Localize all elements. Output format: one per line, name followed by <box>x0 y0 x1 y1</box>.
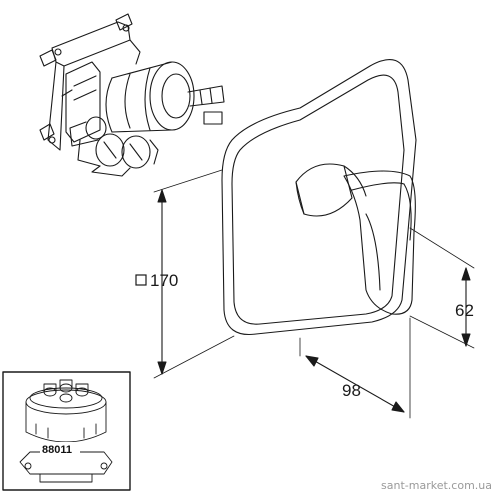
dimension-height-label: 170 <box>150 271 178 290</box>
inset-frame <box>2 371 131 491</box>
dimension-lever <box>409 227 475 349</box>
inset-label-backing <box>40 442 80 455</box>
square-symbol-icon <box>135 274 147 286</box>
dimension-depth <box>299 317 411 419</box>
inset-product-icon <box>19 379 113 483</box>
dimension-depth-label: 98 <box>342 381 361 400</box>
watermark: sant-market.com.ua <box>381 479 492 492</box>
dimension-lever-label: 62 <box>455 301 474 320</box>
cover-plate <box>221 58 417 336</box>
lever-handle <box>295 163 416 315</box>
inset-part-number: 88011 <box>42 444 72 456</box>
dimension-height <box>153 169 235 379</box>
rough-in-valve-body <box>39 13 225 177</box>
